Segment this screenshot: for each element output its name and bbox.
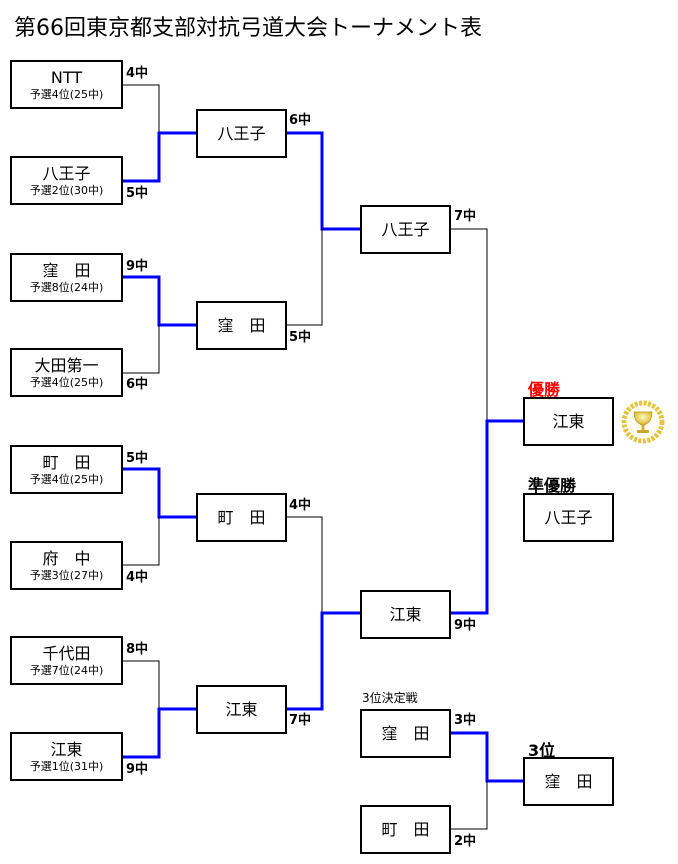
champion-box: 江東 — [523, 397, 614, 446]
team-box-r1: 府 中 予選3位(27中) — [10, 541, 123, 590]
team-name: 江東 — [225, 700, 258, 719]
team-name: 町 田 — [217, 508, 266, 527]
team-name: 窪 田 — [42, 260, 91, 280]
team-name: 八王子 — [42, 163, 91, 183]
team-name: 八王子 — [217, 124, 266, 143]
line-fuchu — [121, 516, 160, 566]
score: 6中 — [289, 113, 312, 128]
score: 3中 — [454, 713, 477, 728]
score: 9中 — [454, 618, 477, 633]
team-seed: 予選4位(25中) — [29, 375, 104, 389]
team-box-r2: 八王子 — [196, 109, 287, 158]
score: 2中 — [454, 834, 477, 849]
line-machida-r2 — [285, 516, 323, 614]
score: 9中 — [126, 259, 149, 274]
team-box-r1: 八王子 予選2位(30中) — [10, 156, 123, 205]
team-box-r1: 大田第一 予選4位(25中) — [10, 348, 123, 397]
score: 5中 — [289, 330, 312, 345]
team-name: 江東 — [50, 739, 83, 759]
line-kubota-3rd — [448, 731, 525, 783]
team-seed: 予選4位(25中) — [29, 87, 104, 101]
team-box-semifinal: 江東 — [360, 590, 451, 639]
line-machida-3rd — [449, 780, 488, 830]
score: 4中 — [126, 570, 149, 585]
score: 5中 — [126, 451, 149, 466]
runner-up-box: 八王子 — [523, 493, 614, 542]
score: 7中 — [289, 713, 312, 728]
line-koto-r1 — [120, 707, 198, 759]
team-seed: 予選1位(31中) — [29, 759, 104, 773]
team-box-third-match: 窪 田 — [360, 709, 451, 758]
team-box-r1: NTT 予選4位(25中) — [10, 60, 123, 109]
team-seed: 予選8位(24中) — [29, 280, 104, 294]
line-ntt — [121, 84, 160, 134]
team-name: 江東 — [389, 605, 422, 624]
team-name: 町 田 — [42, 452, 91, 472]
score: 5中 — [126, 186, 149, 201]
team-box-semifinal: 八王子 — [360, 205, 451, 254]
score: 4中 — [126, 66, 149, 81]
team-name: 八王子 — [544, 508, 593, 527]
score: 8中 — [126, 642, 149, 657]
score: 4中 — [289, 498, 312, 513]
team-name: NTT — [50, 67, 83, 87]
team-seed: 予選7位(24中) — [29, 663, 104, 677]
team-box-r2: 窪 田 — [196, 301, 287, 350]
team-name: 町 田 — [381, 820, 430, 839]
team-box-r1: 窪 田 予選8位(24中) — [10, 253, 123, 302]
team-seed: 予選2位(30中) — [29, 183, 104, 197]
team-box-r2: 町 田 — [196, 493, 287, 542]
line-kubota-r2 — [285, 228, 323, 326]
line-hachioji-r1 — [120, 131, 198, 183]
runner-up-label: 準優勝 — [528, 476, 577, 495]
line-hachioji-r2 — [284, 131, 362, 231]
line-machida-r1 — [120, 467, 198, 519]
line-kubota-r1 — [120, 275, 198, 327]
team-name: 府 中 — [42, 548, 91, 568]
team-name: 窪 田 — [544, 772, 593, 791]
team-box-third-match: 町 田 — [360, 805, 451, 854]
team-name: 大田第一 — [34, 355, 99, 375]
team-box-r2: 江東 — [196, 685, 287, 734]
team-box-r1: 町 田 予選4位(25中) — [10, 445, 123, 494]
score: 9中 — [126, 762, 149, 777]
third-place-label: 3位 — [528, 741, 556, 760]
team-box-r1: 江東 予選1位(31中) — [10, 732, 123, 781]
team-name: 千代田 — [42, 643, 91, 663]
page-title: 第66回東京都支部対抗弓道大会トーナメント表 — [14, 16, 482, 41]
third-place-match-label: 3位決定戦 — [362, 691, 418, 705]
team-seed: 予選4位(25中) — [29, 472, 104, 486]
team-seed: 予選3位(27中) — [29, 568, 104, 582]
line-otadaiichi — [121, 324, 160, 374]
team-name: 江東 — [552, 412, 585, 431]
score: 7中 — [454, 209, 477, 224]
team-name: 窪 田 — [381, 724, 430, 743]
trophy-icon — [621, 400, 665, 444]
line-chiyoda — [121, 660, 160, 710]
champion-label: 優勝 — [528, 380, 561, 399]
team-name: 窪 田 — [217, 316, 266, 335]
line-koto-sf — [448, 419, 525, 615]
team-name: 八王子 — [381, 220, 430, 239]
line-koto-r2 — [284, 611, 362, 711]
line-hachioji-sf — [449, 228, 488, 422]
third-place-box: 窪 田 — [523, 757, 614, 806]
team-box-r1: 千代田 予選7位(24中) — [10, 636, 123, 685]
score: 6中 — [126, 377, 149, 392]
